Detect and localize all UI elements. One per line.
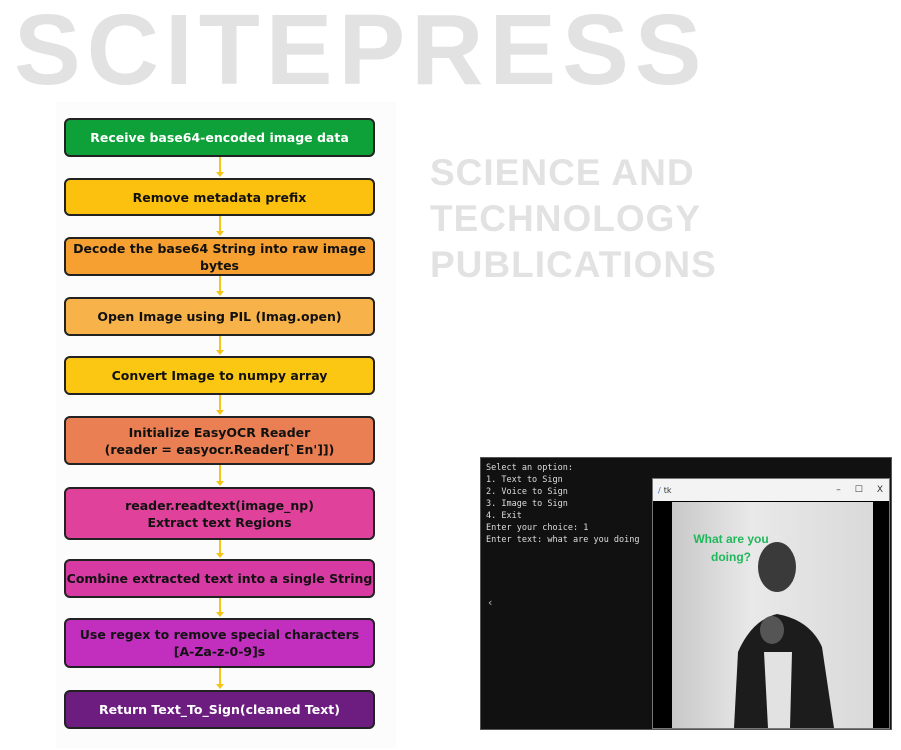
watermark-subtitle: SCIENCE AND TECHNOLOGY PUBLICATIONS xyxy=(430,152,717,285)
terminal-output: Select an option: 1. Text to Sign 2. Voice… xyxy=(486,462,640,546)
flow-arrow xyxy=(216,540,224,558)
feather-icon: / xyxy=(658,485,661,495)
flow-arrow xyxy=(216,598,224,617)
flow-arrow xyxy=(216,668,224,689)
tk-title: tk xyxy=(663,485,672,495)
terminal-line: 2. Voice to Sign xyxy=(486,487,568,497)
flow-step-text: Open Image using PIL (Imag.open) xyxy=(97,309,342,324)
flow-step-text: Decode the base64 String into raw image … xyxy=(73,240,366,273)
sign-language-image: What are you doing? xyxy=(672,502,873,728)
tk-titlebar[interactable]: / tk – ☐ X xyxy=(653,479,889,501)
flow-step: Use regex to remove special characters [A… xyxy=(64,618,375,668)
terminal-line: Enter your choice: 1 xyxy=(486,523,589,533)
flow-step: Receive base64-encoded image data xyxy=(64,118,375,157)
sign-caption: What are you doing? xyxy=(686,530,776,566)
flow-arrow xyxy=(216,157,224,177)
flow-arrow xyxy=(216,465,224,486)
flow-step-text: Return Text_To_Sign(cleaned Text) xyxy=(99,702,340,717)
tk-window: / tk – ☐ X What are you doing? xyxy=(652,478,890,729)
flow-step: Decode the base64 String into raw image … xyxy=(64,237,375,276)
flow-arrow xyxy=(216,276,224,296)
flow-step-text: Extract text Regions xyxy=(147,514,292,530)
flow-arrow xyxy=(216,216,224,236)
flow-step-text: Convert Image to numpy array xyxy=(111,368,328,383)
flow-step: Combine extracted text into a single Str… xyxy=(64,559,375,598)
flow-step-text: [A-Za-z-0-9]s xyxy=(173,644,266,659)
caption-line-1: What are you xyxy=(693,532,769,546)
flow-step-text: Use regex to remove special characters xyxy=(79,627,360,642)
flow-step-text: Remove metadata prefix xyxy=(132,189,307,205)
watermark-title: SCITEPRESS xyxy=(14,0,708,106)
flow-step: Return Text_To_Sign(cleaned Text) xyxy=(64,690,375,729)
minimize-button[interactable]: – xyxy=(836,485,841,495)
flow-step-text: Initialize EasyOCR Reader xyxy=(128,424,311,440)
person-figure xyxy=(734,542,834,728)
close-button[interactable]: X xyxy=(876,485,883,495)
flow-step-text: reader.readtext(image_np) xyxy=(125,497,314,513)
flow-step: Initialize EasyOCR Reader(reader = easyo… xyxy=(64,416,375,465)
flow-step: Open Image using PIL (Imag.open) xyxy=(64,297,375,336)
terminal-line: Enter text: what are you doing xyxy=(486,535,640,545)
terminal-line: 1. Text to Sign xyxy=(486,475,563,485)
flow-arrow xyxy=(216,395,224,415)
flow-step: Remove metadata prefix xyxy=(64,178,375,216)
caption-line-2: doing? xyxy=(711,550,751,564)
terminal-line: Select an option: xyxy=(486,463,573,473)
flow-step: Convert Image to numpy array xyxy=(64,356,375,395)
chevron-left-icon[interactable]: ‹ xyxy=(487,596,494,609)
flow-step-text: Receive base64-encoded image data xyxy=(90,130,349,145)
flow-step-text: (reader = easyocr.Reader[`En']]) xyxy=(104,441,335,457)
terminal-line: 4. Exit xyxy=(486,511,522,521)
terminal-line: 3. Image to Sign xyxy=(486,499,568,509)
flow-step: reader.readtext(image_np)Extract text Re… xyxy=(64,487,375,540)
flow-step-text: Combine extracted text into a single Str… xyxy=(66,571,373,586)
maximize-button[interactable]: ☐ xyxy=(854,485,863,495)
flow-arrow xyxy=(216,336,224,355)
